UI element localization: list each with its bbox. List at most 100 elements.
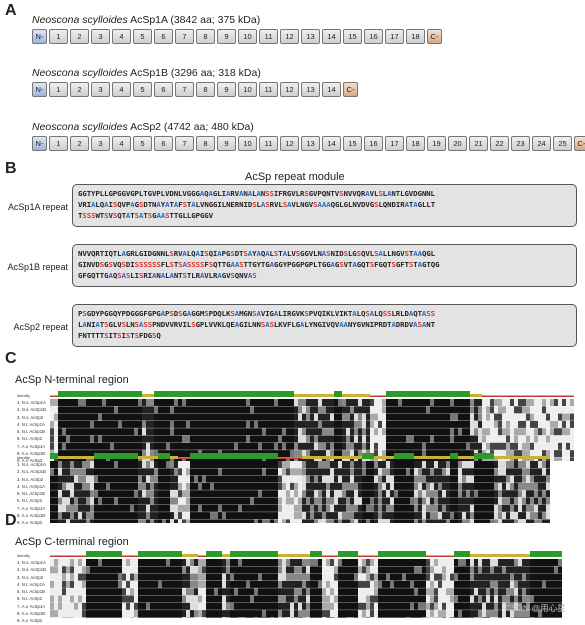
alignment-residue: [550, 602, 554, 610]
alignment-residue: [570, 406, 574, 414]
alignment-residue: [242, 413, 246, 421]
alignment-residue: [118, 428, 122, 436]
alignment-residue: [402, 490, 406, 498]
alignment-residue: [50, 475, 54, 483]
alignment-residue: [130, 406, 134, 414]
alignment-residue: [122, 399, 126, 406]
alignment-residue: [218, 457, 222, 461]
alignment-residue: [394, 413, 398, 421]
alignment-residue: [530, 428, 534, 436]
alignment-residue: [250, 442, 254, 450]
identity-bar: [118, 391, 122, 397]
alignment-residue: [146, 490, 150, 498]
alignment-residue: [522, 413, 526, 421]
alignment-residue: [262, 559, 266, 566]
sequence-label: 7. A.v. AcSp1A: [17, 443, 46, 449]
alignment-residue: [262, 519, 266, 523]
alignment-residue: [358, 573, 362, 581]
alignment-residue: [306, 420, 310, 428]
alignment-residue: [134, 610, 138, 618]
alignment-residue: [226, 504, 230, 512]
alignment-residue: [382, 595, 386, 603]
alignment-residue: [486, 490, 490, 498]
alignment-residue: [402, 442, 406, 450]
alignment-residue: [226, 457, 230, 461]
alignment-residue: [318, 610, 322, 618]
repeat-domain: 2: [70, 136, 89, 151]
alignment-residue: [378, 413, 382, 421]
alignment-residue: [522, 610, 526, 618]
n-terminal-title: AcSp N-terminal region: [15, 374, 129, 386]
alignment-residue: [390, 457, 394, 461]
identity-bar: [446, 456, 450, 459]
alignment-residue: [490, 468, 494, 476]
identity-bar: [530, 551, 534, 557]
alignment-residue: [186, 497, 190, 505]
alignment-residue: [306, 595, 310, 603]
alignment-residue: [150, 406, 154, 414]
alignment-residue: [390, 588, 394, 596]
alignment-residue: [414, 490, 418, 498]
alignment-residue: [206, 497, 210, 505]
alignment-residue: [342, 504, 346, 512]
alignment-residue: [238, 413, 242, 421]
alignment-residue: [410, 399, 414, 406]
identity-bar: [70, 391, 74, 397]
alignment-residue: [118, 512, 122, 520]
identity-bar: [450, 555, 454, 557]
alignment-residue: [542, 595, 546, 603]
alignment-residue: [346, 490, 350, 498]
repeat-domain: 1: [49, 29, 68, 44]
alignment-residue: [442, 435, 446, 443]
alignment-residue: [450, 461, 454, 468]
alignment-residue: [450, 559, 454, 566]
alignment-residue: [306, 475, 310, 483]
alignment-residue: [418, 595, 422, 603]
alignment-residue: [538, 457, 542, 461]
alignment-residue: [82, 512, 86, 520]
alignment-residue: [270, 468, 274, 476]
alignment-residue: [494, 559, 498, 566]
alignment-residue: [394, 602, 398, 610]
identity-bar: [394, 453, 398, 459]
alignment-residue: [282, 504, 286, 512]
alignment-residue: [362, 490, 366, 498]
alignment-residue: [90, 399, 94, 406]
alignment-residue: [370, 461, 374, 468]
identity-bar: [410, 391, 414, 397]
alignment-residue: [394, 457, 398, 461]
alignment-residue: [430, 595, 434, 603]
alignment-residue: [126, 490, 130, 498]
alignment-residue: [138, 428, 142, 436]
alignment-residue: [438, 420, 442, 428]
alignment-residue: [58, 475, 62, 483]
alignment-residue: [82, 420, 86, 428]
alignment-residue: [118, 595, 122, 603]
identity-bar: [542, 395, 546, 397]
alignment-residue: [542, 512, 546, 520]
identity-bar: [354, 551, 358, 557]
alignment-residue: [142, 588, 146, 596]
alignment-residue: [294, 435, 298, 443]
alignment-residue: [274, 610, 278, 618]
alignment-residue: [70, 610, 74, 618]
alignment-residue: [334, 519, 338, 523]
alignment-residue: [522, 475, 526, 483]
alignment-residue: [182, 428, 186, 436]
alignment-residue: [466, 420, 470, 428]
alignment-residue: [178, 435, 182, 443]
alignment-residue: [302, 461, 306, 468]
alignment-residue: [66, 399, 70, 406]
alignment-residue: [118, 406, 122, 414]
alignment-residue: [542, 468, 546, 476]
alignment-residue: [86, 450, 90, 458]
alignment-residue: [182, 450, 186, 458]
identity-bar: [410, 551, 414, 557]
alignment-residue: [122, 519, 126, 523]
alignment-residue: [534, 512, 538, 520]
alignment-residue: [294, 413, 298, 421]
alignment-residue: [514, 406, 518, 414]
identity-bar: [334, 555, 338, 557]
alignment-residue: [158, 490, 162, 498]
